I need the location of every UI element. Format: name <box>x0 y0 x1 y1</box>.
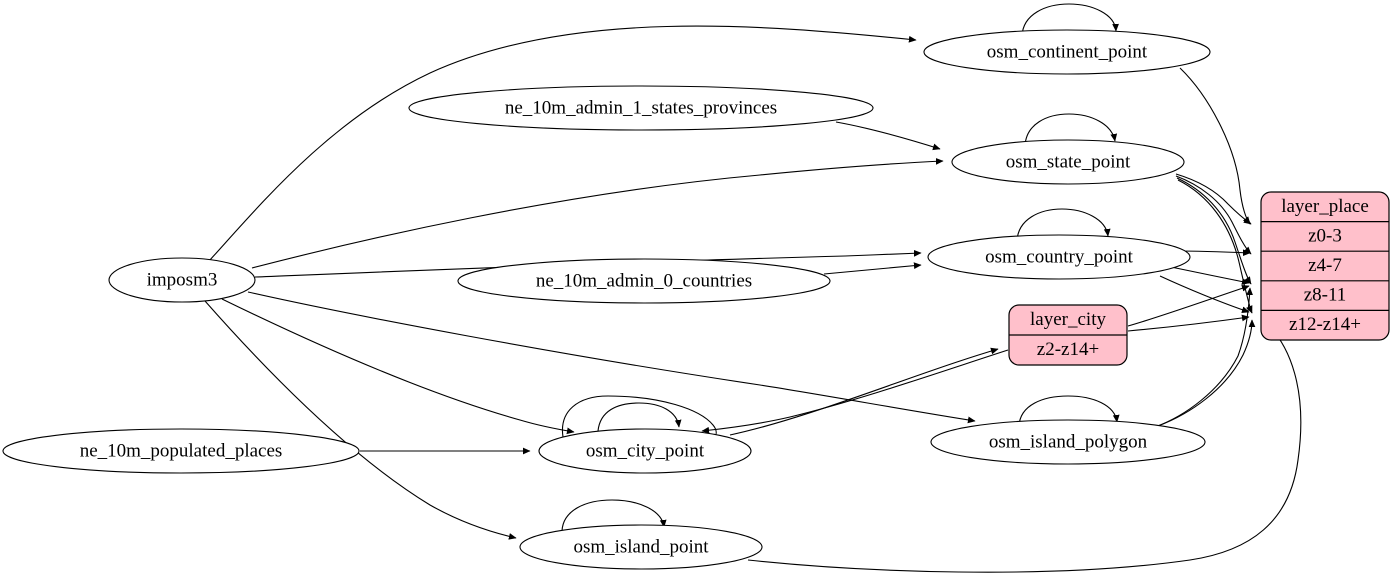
node-ne_10m_admin_1_states_provinces[interactable]: ne_10m_admin_1_states_provinces <box>408 85 874 131</box>
record-nodes-layer: layer_place z0-3 z4-7 z8-11 z12-z14+ lay… <box>1008 191 1390 366</box>
node-shape-osm_city_point[interactable] <box>538 428 752 474</box>
edge-osm_island_polygon-to-layer_place-z12-z14 <box>1157 319 1256 427</box>
record-node-layer_place[interactable]: layer_place z0-3 z4-7 z8-11 z12-z14+ <box>1260 191 1390 341</box>
edge-osm_state_point-to-layer_place-z8-11 <box>1176 177 1252 285</box>
selfloop-osm_country_point <box>1016 208 1111 242</box>
record-row-layer_place-z8-11[interactable]: z8-11 <box>1304 284 1347 305</box>
edge-imposm3-to-osm_continent_point <box>208 25 917 262</box>
record-row-layer_city-z2-z14[interactable]: z2-z14+ <box>1037 339 1099 360</box>
edge-osm_state_point-to-layer_place-z4-7 <box>1175 175 1252 255</box>
record-row-layer_place-z12-z14[interactable]: z12-z14+ <box>1289 314 1361 335</box>
selfloop-osm_island_polygon <box>1018 395 1120 427</box>
selfloop-outer-osm_city_point <box>561 395 720 442</box>
node-label-imposm3: imposm3 <box>147 269 218 290</box>
edge-ne_10m_admin_0_countries-to-osm_country_point <box>823 262 922 275</box>
edge-ne_10m_admin_1_states_provinces-to-osm_state_point <box>835 121 941 151</box>
edge-osm_island_point-to-layer_place-z12-z14 <box>747 321 1302 573</box>
node-osm_continent_point[interactable]: osm_continent_point <box>923 29 1211 75</box>
edge-imposm3-to-osm_city_point <box>221 298 575 435</box>
edge-osm_continent_point-to-layer_place-z0-3 <box>1179 67 1251 225</box>
node-label-osm_state_point: osm_state_point <box>1006 151 1131 172</box>
node-label-ne_10m_admin_1_states_provinces: ne_10m_admin_1_states_provinces <box>505 97 777 118</box>
node-shape-ne_10m_admin_0_countries[interactable] <box>457 258 831 304</box>
node-imposm3[interactable]: imposm3 <box>108 257 256 303</box>
node-label-osm_country_point: osm_country_point <box>985 246 1133 267</box>
node-shape-osm_country_point[interactable] <box>927 234 1191 280</box>
edge-layer_city-to-layer_place-z8-11 <box>1127 285 1250 327</box>
node-ne_10m_populated_places[interactable]: ne_10m_populated_places <box>2 428 360 474</box>
node-shape-osm_continent_point[interactable] <box>923 29 1211 75</box>
selfloop-osm_state_point <box>1024 113 1118 147</box>
record-title-layer_city: layer_city <box>1030 309 1106 330</box>
node-label-osm_island_point: osm_island_point <box>573 536 709 557</box>
node-label-ne_10m_populated_places: ne_10m_populated_places <box>80 440 283 461</box>
edge-osm_state_point-to-layer_place-z0-3 <box>1175 173 1252 225</box>
node-shape-osm_island_polygon[interactable] <box>930 419 1206 465</box>
record-title-layer_place: layer_place <box>1281 196 1369 217</box>
record-box-layer_place[interactable] <box>1260 191 1390 341</box>
node-osm_state_point[interactable]: osm_state_point <box>951 139 1185 185</box>
selfloop-osm_continent_point <box>1021 3 1119 37</box>
node-label-osm_island_polygon: osm_island_polygon <box>989 431 1148 452</box>
edge-osm_island_polygon-to-layer_place-z8-11 <box>1154 287 1253 428</box>
record-node-layer_city[interactable]: layer_city z2-z14+ <box>1008 304 1128 366</box>
edge-imposm3-to-osm_island_point <box>204 300 517 540</box>
edge-osm_country_point-to-layer_place-z8-11 <box>1170 266 1250 285</box>
node-osm_island_polygon[interactable]: osm_island_polygon <box>930 419 1206 465</box>
edge-osm_state_point-to-layer_place-z12-z14 <box>1177 179 1253 314</box>
record-row-layer_place-z4-7[interactable]: z4-7 <box>1308 255 1342 276</box>
record-row-layer_place-z0-3[interactable]: z0-3 <box>1308 225 1342 246</box>
node-shape-osm_state_point[interactable] <box>951 139 1185 185</box>
node-osm_island_point[interactable]: osm_island_point <box>519 524 763 570</box>
node-shape-ne_10m_admin_1_states_provinces[interactable] <box>408 85 874 131</box>
node-label-osm_city_point: osm_city_point <box>586 440 705 461</box>
selfloop-inner-osm_city_point <box>597 402 682 432</box>
nodes-layer: imposm3 ne_10m_admin_1_states_provinces … <box>2 29 1211 570</box>
node-label-osm_continent_point: osm_continent_point <box>987 41 1148 62</box>
edge-osm_city_point-to-layer_city-z2-z14 <box>729 347 999 436</box>
edges-layer <box>204 3 1302 573</box>
node-osm_city_point[interactable]: osm_city_point <box>538 428 752 474</box>
edge-imposm3-to-osm_island_polygon <box>247 291 976 424</box>
node-shape-osm_island_point[interactable] <box>519 524 763 570</box>
node-shape-ne_10m_populated_places[interactable] <box>2 428 360 474</box>
node-ne_10m_admin_0_countries[interactable]: ne_10m_admin_0_countries <box>457 258 831 304</box>
node-label-ne_10m_admin_0_countries: ne_10m_admin_0_countries <box>536 270 752 291</box>
selfloop-osm_island_point <box>561 499 667 532</box>
edge-layer_city-to-layer_place-z12-z14 <box>1127 314 1250 332</box>
node-shape-imposm3[interactable] <box>108 257 256 303</box>
node-osm_country_point[interactable]: osm_country_point <box>927 234 1191 280</box>
edge-osm_country_point-to-layer_place-z12-z14 <box>1159 275 1250 313</box>
edge-imposm3-to-osm_state_point <box>251 157 944 269</box>
